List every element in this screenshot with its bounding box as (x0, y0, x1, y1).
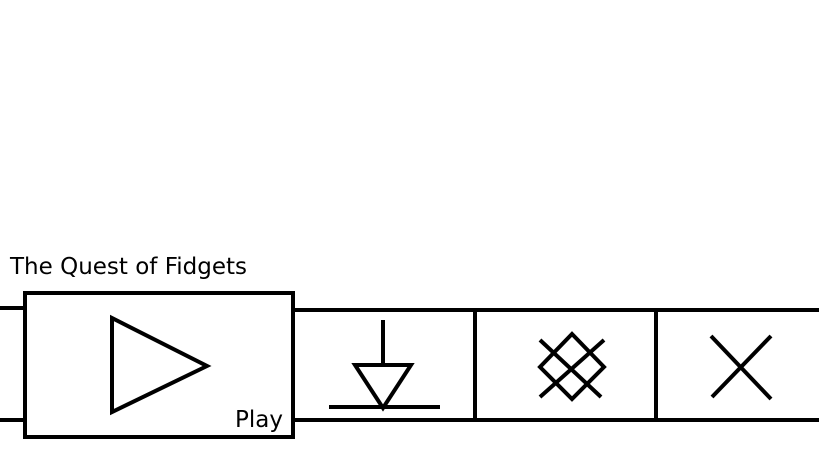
game-title: The Quest of Fidgets (10, 254, 248, 280)
install-button[interactable] (295, 312, 473, 418)
settings-button[interactable] (477, 312, 655, 418)
toolbar-rails (0, 306, 819, 422)
close-icon (709, 334, 773, 401)
play-button[interactable] (23, 291, 295, 439)
play-button-label: Play (235, 407, 283, 433)
play-icon (110, 314, 212, 416)
gear-icon (537, 331, 607, 402)
close-button[interactable] (658, 312, 819, 418)
download-icon (329, 320, 440, 412)
